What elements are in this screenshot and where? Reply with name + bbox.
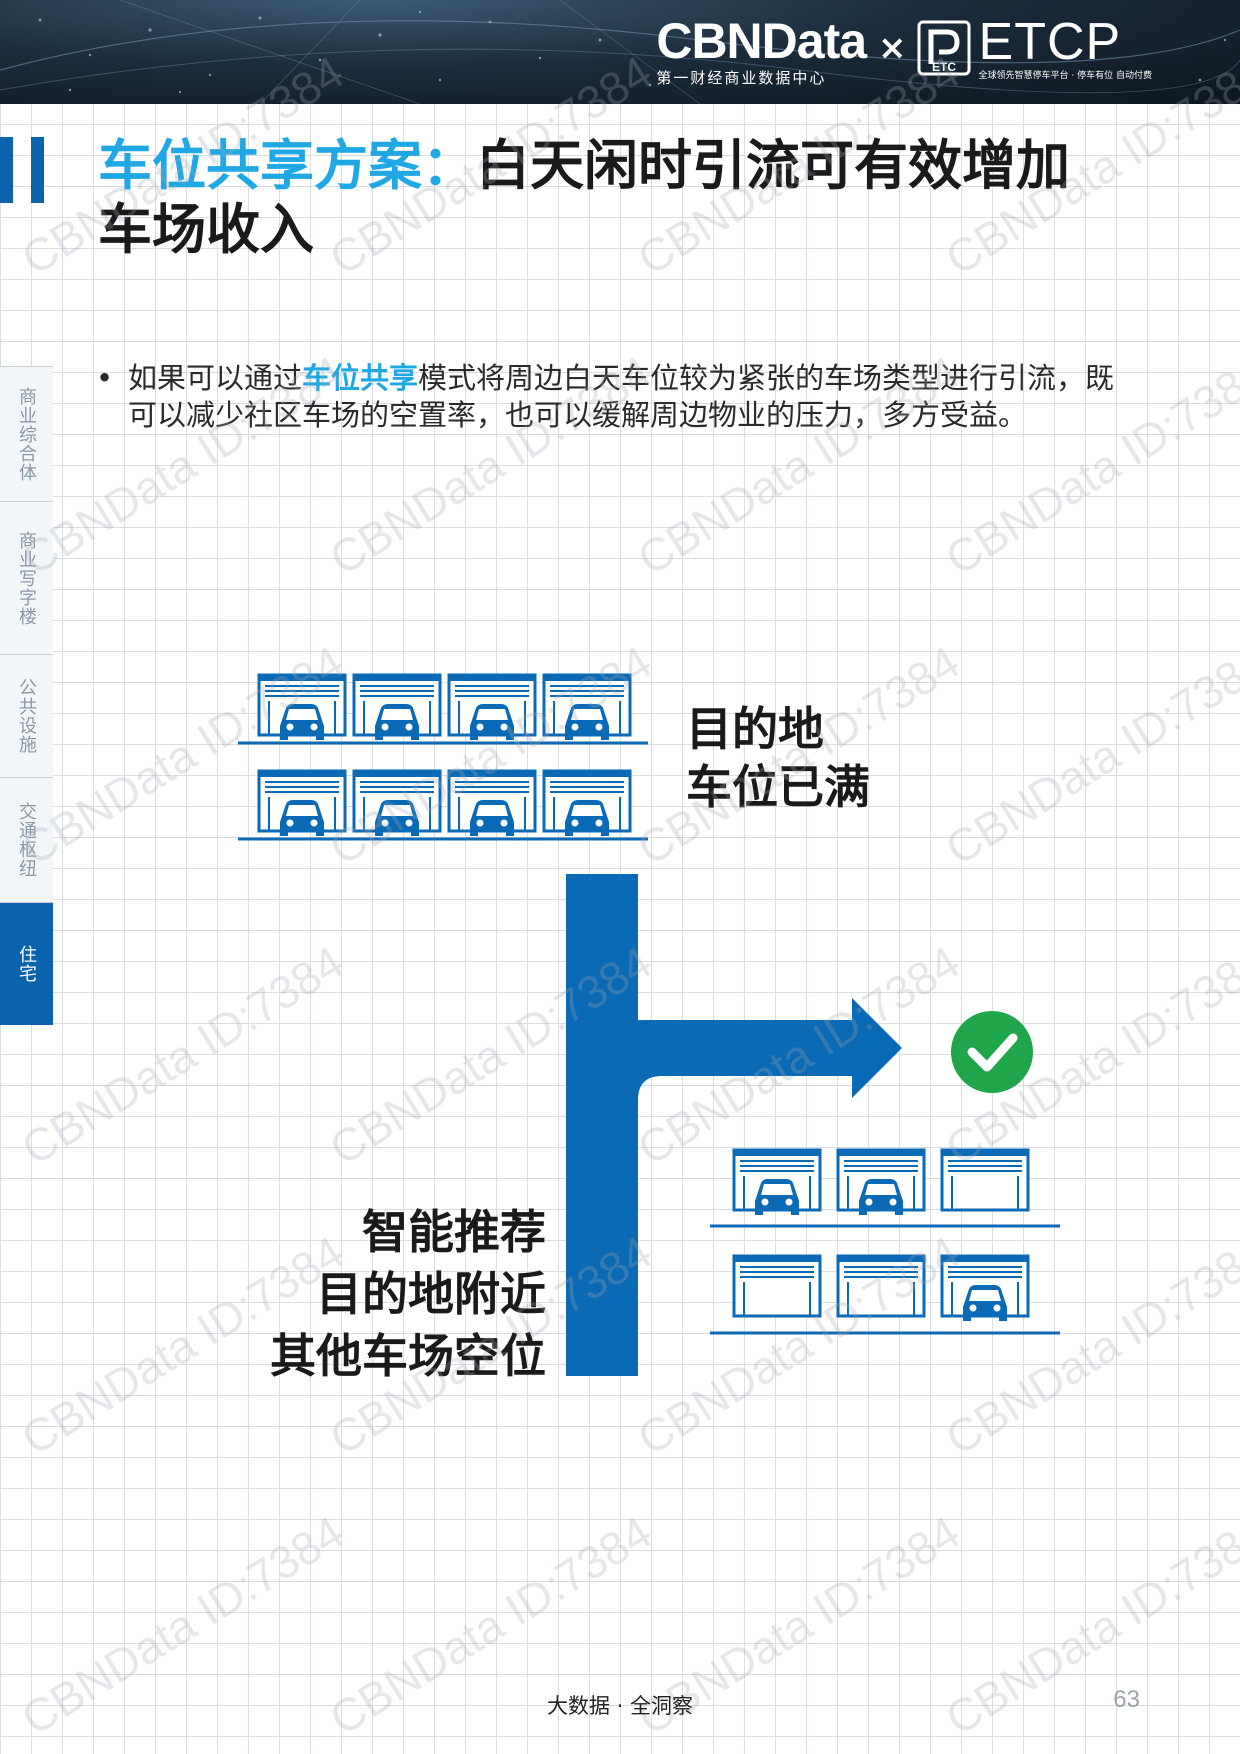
- side-nav-item-public-facilities[interactable]: 公共设施: [0, 654, 53, 777]
- recommendation-label-line: 其他车场空位: [270, 1329, 546, 1383]
- side-nav-label: 公共设施: [16, 678, 37, 754]
- bullet-paragraph: • 如果可以通过车位共享模式将周边白天车位较为紧张的车场类型进行引流，既可以减少…: [96, 360, 1136, 434]
- vacant-lot-row-2: [710, 1254, 1060, 1335]
- title-accent-bar: [31, 137, 44, 203]
- side-nav-label: 交通枢纽: [16, 802, 37, 878]
- destination-label-line: 目的地: [686, 702, 824, 756]
- check-circle-icon: [951, 1011, 1033, 1093]
- etc-logo-icon: ETC: [917, 20, 971, 76]
- recommendation-label-line: 目的地附近: [316, 1267, 546, 1321]
- bullet-dot: •: [96, 361, 114, 395]
- full-lot-row-2: [238, 769, 648, 841]
- page-title: 车位共享方案：白天闲时引流可有效增加车场收入: [98, 134, 1118, 262]
- bullet-highlight: 车位共享: [302, 361, 419, 395]
- title-rest: 白天闲时引流可有效增加车场收入: [98, 134, 1070, 261]
- page-number: 63: [1113, 1686, 1140, 1713]
- banner-texture: [0, 0, 1240, 104]
- side-nav: 商业综合体 商业写字楼 公共设施 交通枢纽 住宅: [0, 366, 53, 1025]
- recommendation-label-line: 智能推荐: [362, 1205, 546, 1259]
- cbndata-tagline: 第一财经商业数据中心: [656, 69, 827, 87]
- title-accent-bar: [0, 137, 13, 203]
- partner-logos: CBNData 第一财经商业数据中心 × ETC ETCP 全球领先智慧停车平台…: [656, 16, 1152, 87]
- times-sign: ×: [878, 28, 907, 68]
- bullet-text-before: 如果可以通过: [128, 361, 303, 395]
- bullet-text-after: 模式将周边白天车位较为紧张的车场类型进行引流，既可以减少社区车场的空置率，也可以…: [128, 361, 1115, 432]
- etc-icon-text: ETC: [932, 60, 956, 74]
- full-lot-row-1: [238, 673, 648, 745]
- destination-label-line: 车位已满: [686, 760, 870, 814]
- recommendation-label: 智能推荐 目的地附近 其他车场空位: [190, 1201, 546, 1387]
- title-highlight: 车位共享方案：: [98, 134, 476, 197]
- side-nav-item-office[interactable]: 商业写字楼: [0, 501, 53, 654]
- side-nav-item-commercial-complex[interactable]: 商业综合体: [0, 366, 53, 501]
- side-nav-item-residential[interactable]: 住宅: [0, 902, 53, 1025]
- side-nav-label: 住宅: [16, 945, 37, 983]
- side-nav-label: 商业写字楼: [16, 530, 37, 626]
- redirect-arrow: [566, 874, 902, 1376]
- vacant-lot-row-1: [710, 1148, 1060, 1228]
- etcp-tagline: 全球领先智慧停车平台 · 停车有位 自动付费: [978, 71, 1152, 81]
- side-nav-item-transport-hub[interactable]: 交通枢纽: [0, 777, 53, 902]
- side-nav-label: 商业综合体: [16, 386, 37, 482]
- cbndata-logo: CBNData: [656, 13, 867, 69]
- etcp-logo: ETCP: [978, 13, 1122, 71]
- header-banner: CBNData 第一财经商业数据中心 × ETC ETCP 全球领先智慧停车平台…: [0, 0, 1240, 104]
- destination-full-label: 目的地 车位已满: [686, 700, 870, 816]
- footer-slogan: 大数据 · 全洞察: [546, 1694, 694, 1718]
